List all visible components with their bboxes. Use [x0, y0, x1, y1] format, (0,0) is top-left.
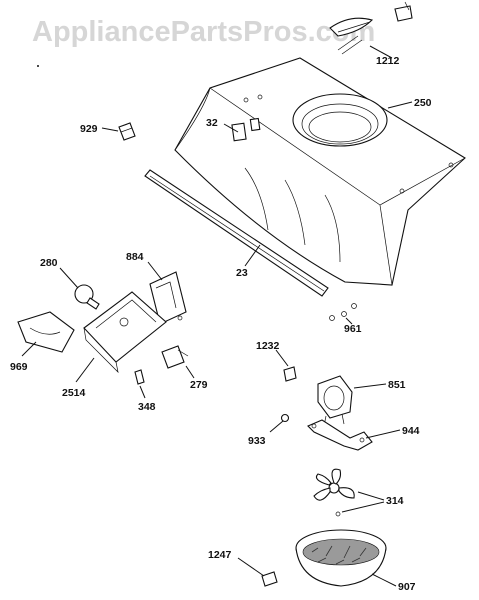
- part-314-fan-blade: [313, 468, 355, 517]
- part-23-trim-strip: [144, 169, 329, 297]
- part-348-clip: [134, 369, 145, 385]
- leader-969: [21, 341, 37, 357]
- leader-933: [269, 420, 284, 433]
- label-961: 961: [344, 323, 362, 335]
- leader-929: [101, 127, 119, 132]
- part-2514-light-housing: [83, 291, 167, 374]
- watermark-text: AppliancePartsPros.com: [32, 16, 375, 48]
- leader-961: [345, 317, 353, 325]
- speck-dot: [37, 65, 39, 67]
- label-348: 348: [138, 401, 156, 413]
- label-907: 907: [398, 581, 416, 593]
- part-929-switch: [118, 122, 136, 141]
- part-907-filter: [295, 529, 387, 587]
- part-250-hood: [174, 57, 466, 286]
- leader-851: [353, 383, 387, 389]
- label-1247: 1247: [208, 549, 232, 561]
- part-933-nut: [280, 413, 290, 423]
- part-884-socket-bracket: [149, 271, 187, 325]
- leader-280: [59, 267, 79, 289]
- leader-314: [341, 491, 385, 513]
- leader-1212: [369, 45, 393, 59]
- leader-348: [139, 385, 146, 399]
- label-23: 23: [236, 267, 248, 279]
- label-1212: 1212: [376, 55, 400, 67]
- part-851-motor: [317, 375, 353, 427]
- label-969: 969: [10, 361, 28, 373]
- part-944-motor-bracket: [307, 419, 373, 451]
- label-314: 314: [386, 495, 404, 507]
- label-851: 851: [388, 379, 406, 391]
- label-279: 279: [190, 379, 208, 391]
- part-280-bulb: [74, 284, 100, 310]
- part-1232-clip: [283, 366, 297, 382]
- part-961-screws: [329, 303, 357, 321]
- label-2514: 2514: [62, 387, 86, 399]
- leader-23: [244, 244, 261, 267]
- label-280: 280: [40, 257, 58, 269]
- label-250: 250: [414, 97, 432, 109]
- part-1247-clip: [261, 571, 278, 587]
- part-279-switch: [161, 345, 189, 369]
- leader-279: [185, 365, 195, 379]
- leader-32: [223, 123, 239, 133]
- part-969-lens: [17, 311, 75, 353]
- leader-2514: [75, 357, 95, 383]
- leader-1232: [275, 349, 289, 367]
- label-884: 884: [126, 251, 144, 263]
- label-32: 32: [206, 117, 218, 129]
- label-933: 933: [248, 435, 266, 447]
- leader-250: [387, 101, 413, 109]
- leader-884: [147, 261, 163, 281]
- label-929: 929: [80, 123, 98, 135]
- leader-1247: [237, 557, 265, 577]
- label-944: 944: [402, 425, 420, 437]
- part-1212-bracket: [329, 1, 413, 55]
- leader-944: [365, 429, 401, 439]
- label-1232: 1232: [256, 340, 280, 352]
- leader-907: [371, 573, 397, 587]
